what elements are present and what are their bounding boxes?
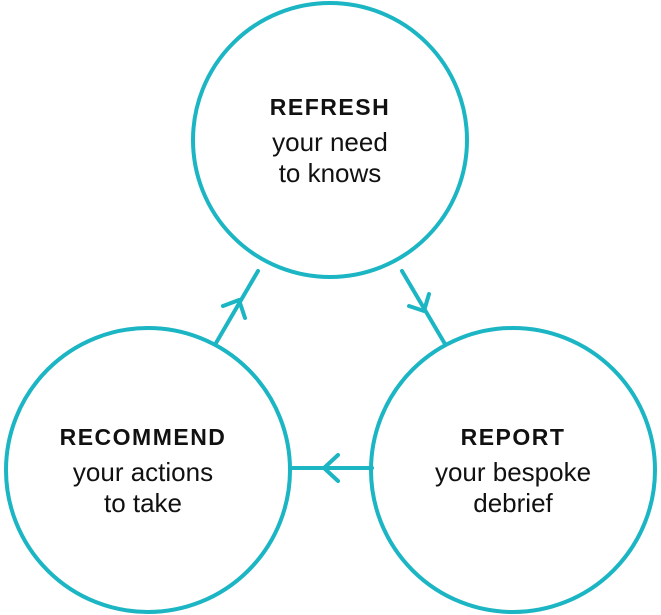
connector-report-to-recommend [288,453,374,483]
arrow-down-right-icon [407,292,431,313]
report-line-2: debrief [473,488,553,518]
arrow-up-right-icon [221,298,247,320]
refresh-line-2: to knows [278,158,382,188]
refresh-node: REFRESH your need to knows [230,93,430,189]
connector-recommend-to-refresh [214,269,260,345]
report-line-1: your bespoke [434,457,592,487]
recommend-line-2: to take [103,488,183,518]
report-title: REPORT [460,424,566,450]
recommend-node: RECOMMEND your actions to take [23,423,263,519]
recommend-title: RECOMMEND [59,424,227,450]
recommend-line-1: your actions [72,457,214,487]
connector-refresh-to-report [400,269,447,346]
refresh-line-1: your need [272,127,388,157]
arrow-left-icon [322,453,340,483]
refresh-title: REFRESH [269,94,391,120]
report-node: REPORT your bespoke debrief [393,423,633,519]
refresh-circle [191,1,469,279]
